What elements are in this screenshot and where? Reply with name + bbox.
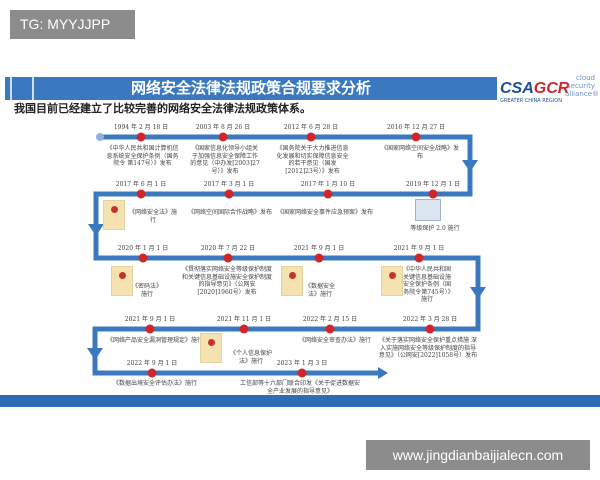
- event-date: 2021 年 11 月 1 日: [216, 316, 272, 323]
- event-date: 2022 年 2 月 15 日: [302, 316, 358, 323]
- event-date: 2021 年 9 月 1 日: [393, 245, 445, 252]
- cybersecurity-law-book-image: [103, 200, 125, 230]
- event-text: 《国家信息化领导小组关于加强信息安全保障工作的意见（中办发[2003]27号）》…: [190, 145, 260, 175]
- event-text: 工信部等十六部门联合印发《关于促进数据安全产业发展的指导意见》: [240, 380, 361, 395]
- arrow-down-icon: [88, 224, 104, 236]
- crypto-law-book-image: [111, 266, 133, 296]
- timeline-dot: [136, 189, 146, 199]
- timeline-dot: [239, 324, 249, 334]
- logo-cloud: cloud security alliance®: [565, 74, 600, 98]
- event-text: 《国家网络空间安全战略》发布: [380, 145, 459, 160]
- arrow-right-icon: [378, 367, 388, 379]
- event-text: 《数据出境安全评估办法》施行: [112, 380, 197, 387]
- timeline-dot: [325, 324, 335, 334]
- timeline-dot: [224, 189, 234, 199]
- timeline-dot: [218, 132, 228, 142]
- timeline-dot: [138, 253, 148, 263]
- timeline-dot: [297, 368, 307, 378]
- event-date: 2017 年 3 月 1 日: [203, 181, 255, 188]
- event-date: 2017 年 1 月 10 日: [300, 181, 356, 188]
- timeline-dot: [428, 189, 438, 199]
- timeline-dot: [314, 253, 324, 263]
- footer-band: [0, 395, 600, 407]
- subtitle: 我国目前已经建立了比较完善的网络安全法律法规政策体系。: [14, 102, 311, 115]
- timeline-dot: [414, 253, 424, 263]
- event-text: 《国务院关于大力推进信息化发展和切实保障信息安全的若干意见（国发[2012]23…: [276, 145, 349, 175]
- event-date: 1994 年 2 月 18 日: [113, 124, 169, 131]
- timeline-path: [87, 132, 486, 379]
- event-text: 《网络安全审查办法》施行: [298, 337, 371, 344]
- website-label: www.jingdianbaijialecn.com: [366, 440, 590, 470]
- event-date: 2019 年 12 月 1 日: [405, 181, 461, 188]
- event-text: 《贯彻落实网络安全等级保护制度和关键信息基础设施安全保护制度的指导意见》（公网安…: [182, 266, 273, 296]
- event-date: 2021 年 9 月 1 日: [124, 316, 176, 323]
- event-text: 《网络产品安全漏洞管理规定》施行: [106, 337, 203, 344]
- data-security-law-book-image: [281, 266, 303, 296]
- event-date: 2003 年 8 月 26 日: [195, 124, 251, 131]
- logo-gcr: GCR: [533, 80, 570, 97]
- event-date: 2020 年 7 月 22 日: [200, 245, 256, 252]
- timeline-dot: [223, 253, 233, 263]
- mlps-certificate-image: [415, 199, 441, 221]
- event-text: 《密码法》施行: [132, 283, 163, 298]
- event-date: 2012 年 6 月 28 日: [283, 124, 339, 131]
- event-text: 《个人信息保护法》施行: [229, 350, 272, 365]
- event-text: 《中华人民共和国计算机信息系统安全保护条例（国务院令 第147号）》发布: [106, 145, 179, 167]
- event-date: 2021 年 9 月 1 日: [293, 245, 345, 252]
- timeline-start: [96, 133, 104, 141]
- event-text: 《网络安全法》施行: [128, 209, 177, 224]
- event-text: 《关于落实网络安全保护重点措施 深入实施网络安全等级保护制度的指导意见》（公网安…: [378, 337, 478, 359]
- event-text: 《国家网络安全事件应急预案》发布: [276, 209, 373, 216]
- cii-regulation-book-image: [381, 266, 403, 296]
- event-date: 2016 年 12 月 27 日: [386, 124, 446, 131]
- watermark-label: TG: MYYJJPP: [10, 10, 135, 39]
- event-date: 2023 年 1 月 3 日: [276, 360, 328, 367]
- timeline-dot: [411, 132, 421, 142]
- arrow-down-icon: [470, 287, 486, 299]
- event-text: 《数据安全法》施行: [305, 283, 336, 298]
- timeline-dot: [323, 189, 333, 199]
- page-title: 网络安全法律法规政策合规要求分析: [5, 77, 497, 100]
- arrow-down-icon: [87, 348, 103, 360]
- event-date: 2020 年 1 月 1 日: [117, 245, 169, 252]
- event-date: 2022 年 9 月 1 日: [126, 360, 178, 367]
- event-text: 等级保护 2.0 施行: [410, 225, 460, 232]
- event-date: 2017 年 6 月 1 日: [115, 181, 167, 188]
- timeline-dot: [136, 132, 146, 142]
- timeline-dot: [147, 368, 157, 378]
- event-date: 2022 年 3 月 28 日: [402, 316, 458, 323]
- timeline-dot: [306, 132, 316, 142]
- event-text: 《中华人民共和国关键信息基础设施安全保护条例（国务院令第745号）》施行: [402, 266, 451, 303]
- event-text: 《网络空间国际合作战略》发布: [187, 209, 272, 216]
- logo-region: GREATER CHINA REGION: [500, 98, 562, 104]
- timeline-dot: [145, 324, 155, 334]
- csa-gcr-logo: CSAGCR cloud security alliance® GREATER …: [500, 74, 599, 108]
- timeline-dot: [425, 324, 435, 334]
- arrow-down-icon: [462, 160, 478, 172]
- pipl-book-image: [200, 333, 222, 363]
- logo-csa: CSA: [500, 80, 534, 97]
